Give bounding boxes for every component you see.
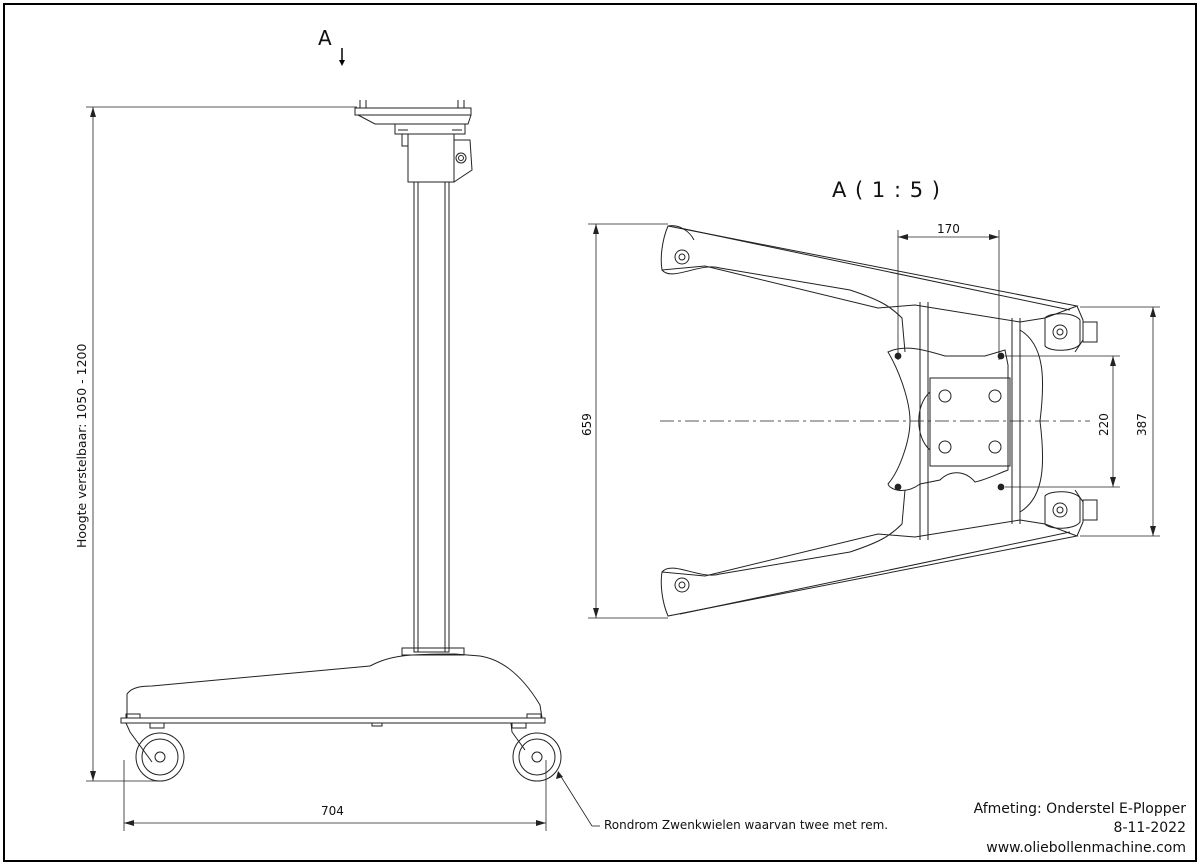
base-plate xyxy=(120,717,546,724)
top-width-dimension-label: 170 xyxy=(937,222,960,236)
title-block-website: www.oliebollenmachine.com xyxy=(986,840,1186,856)
height-dimension-label: Hoogte verstelbaar: 1050 - 1200 xyxy=(74,343,89,548)
frame-outline xyxy=(660,225,1079,323)
title-block-date: 8-11-2022 xyxy=(1113,820,1186,836)
column xyxy=(413,181,450,653)
column-head xyxy=(407,133,455,183)
side-dimensions xyxy=(86,106,600,831)
section-dimensions xyxy=(588,223,1160,619)
side-view xyxy=(120,48,562,782)
base-width-dimension-label: 704 xyxy=(321,804,344,818)
frame-depth-dimension-label: 659 xyxy=(580,413,594,436)
hole-spacing-dimension-label: 220 xyxy=(1097,413,1111,436)
title-block-description: Afmeting: Onderstel E-Plopper xyxy=(973,801,1186,817)
caster-spacing-dimension-label: 387 xyxy=(1135,413,1149,436)
caster-left xyxy=(135,732,185,782)
caster-callout-note: Rondrom Zwenkwielen waarvan twee met rem… xyxy=(604,818,889,832)
section-view xyxy=(660,225,1098,617)
caster-right xyxy=(512,732,562,782)
view-marker-label: A xyxy=(318,26,332,50)
top-plate xyxy=(354,107,472,116)
drawing-border xyxy=(3,3,1197,862)
section-view-title: A ( 1 : 5 ) xyxy=(832,178,941,202)
